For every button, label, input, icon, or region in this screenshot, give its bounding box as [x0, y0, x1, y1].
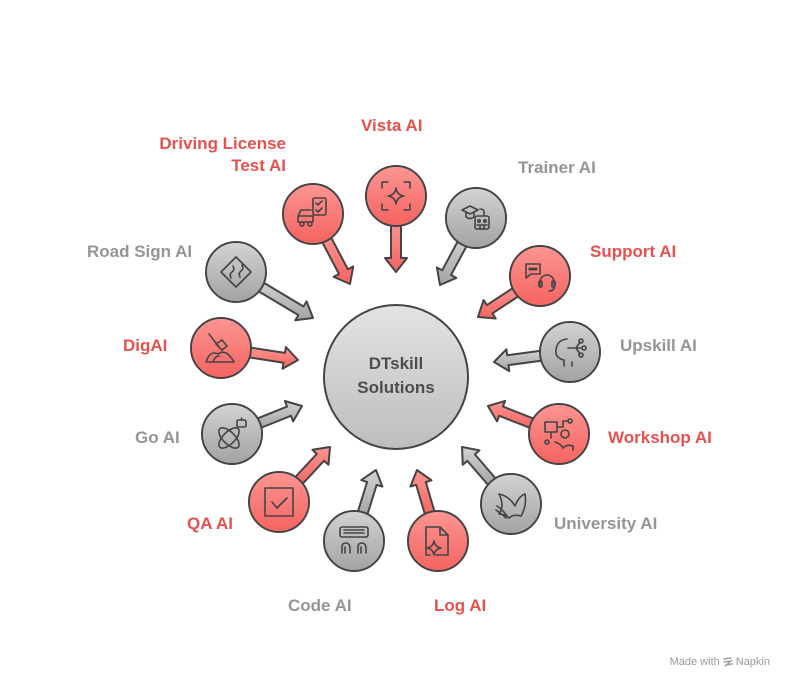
node-vista — [365, 165, 427, 273]
node-label-driving-line1: Driving License — [159, 134, 286, 153]
arrow-driving — [319, 233, 355, 285]
node-fill-qa — [250, 473, 308, 531]
node-support — [477, 245, 571, 320]
head-network-icon — [555, 338, 587, 367]
node-label-university: University AI — [554, 514, 658, 533]
shovel-dirt-icon — [205, 333, 235, 363]
node-label-trainer: Trainer AI — [518, 158, 596, 177]
road-sign-icon — [220, 256, 252, 288]
node-label-roadsign: Road Sign AI — [87, 242, 193, 261]
footer-brand: Napkin — [735, 656, 770, 668]
node-label-vista: Vista AI — [361, 116, 423, 135]
node-fill-upskill — [541, 323, 599, 381]
checkbox-icon — [264, 487, 294, 517]
node-fill-log — [409, 512, 467, 570]
open-book-icon — [495, 493, 527, 519]
arrow-support — [477, 285, 523, 320]
car-checklist-icon — [297, 197, 327, 227]
footer-prefix: Made with — [669, 656, 720, 668]
node-label-qa: QA AI — [187, 514, 233, 533]
node-label-code: Code AI — [288, 596, 352, 615]
made-with-napkin-badge[interactable]: Made with Napkin — [670, 656, 770, 668]
node-fill-workshop — [530, 405, 588, 463]
node-label-dig: DigAI — [123, 336, 168, 355]
arrow-dig — [244, 346, 299, 370]
node-fill-support — [511, 247, 569, 305]
node-label-driving: Driving License Test AI — [128, 133, 286, 177]
sparkle-focus-icon — [381, 181, 411, 211]
arrow-go — [253, 400, 303, 430]
node-qa — [248, 446, 331, 533]
node-label-driving-line2: Test AI — [231, 156, 286, 175]
arrow-qa — [292, 446, 331, 488]
node-upskill — [493, 321, 601, 383]
node-label-log: Log AI — [434, 596, 487, 615]
node-university — [461, 446, 542, 535]
node-fill-code — [325, 512, 383, 570]
node-label-upskill: Upskill AI — [620, 336, 697, 355]
node-driving — [282, 183, 355, 285]
arrow-university — [461, 446, 499, 489]
node-trainer — [435, 187, 507, 286]
node-label-go: Go AI — [135, 428, 180, 447]
node-fill-roadsign — [207, 243, 265, 301]
center-hub-line1: DTskill — [368, 354, 424, 373]
chat-headset-icon — [525, 263, 556, 292]
center-hub-line2: Solutions — [357, 378, 435, 397]
graduation-robot-icon — [461, 205, 490, 230]
atom-robot-icon — [218, 417, 247, 449]
presenter-icon — [544, 418, 574, 451]
arrow-upskill — [493, 348, 546, 373]
center-hub-circle — [323, 304, 469, 450]
node-code — [323, 469, 385, 572]
arrow-code — [355, 469, 384, 519]
node-label-support: Support AI — [590, 242, 677, 261]
keyboard-hands-icon — [339, 526, 369, 554]
arrow-vista — [384, 221, 408, 273]
node-fill-trainer — [447, 189, 505, 247]
document-sparkle-icon — [425, 526, 449, 556]
arrow-workshop — [487, 399, 538, 431]
arrow-roadsign — [254, 280, 314, 322]
node-log — [407, 469, 469, 572]
center-hub-label: DTskill Solutions — [336, 352, 456, 400]
node-fill-vista — [367, 167, 425, 225]
node-workshop — [487, 399, 590, 465]
node-fill-university — [482, 475, 540, 533]
arrow-trainer — [435, 237, 470, 286]
node-label-workshop: Workshop AI — [608, 428, 712, 447]
node-roadsign — [205, 241, 314, 322]
node-fill-go — [203, 405, 261, 463]
arrow-log — [409, 469, 437, 519]
node-go — [201, 400, 303, 465]
napkin-logo-icon — [723, 656, 733, 667]
node-dig — [190, 317, 299, 379]
